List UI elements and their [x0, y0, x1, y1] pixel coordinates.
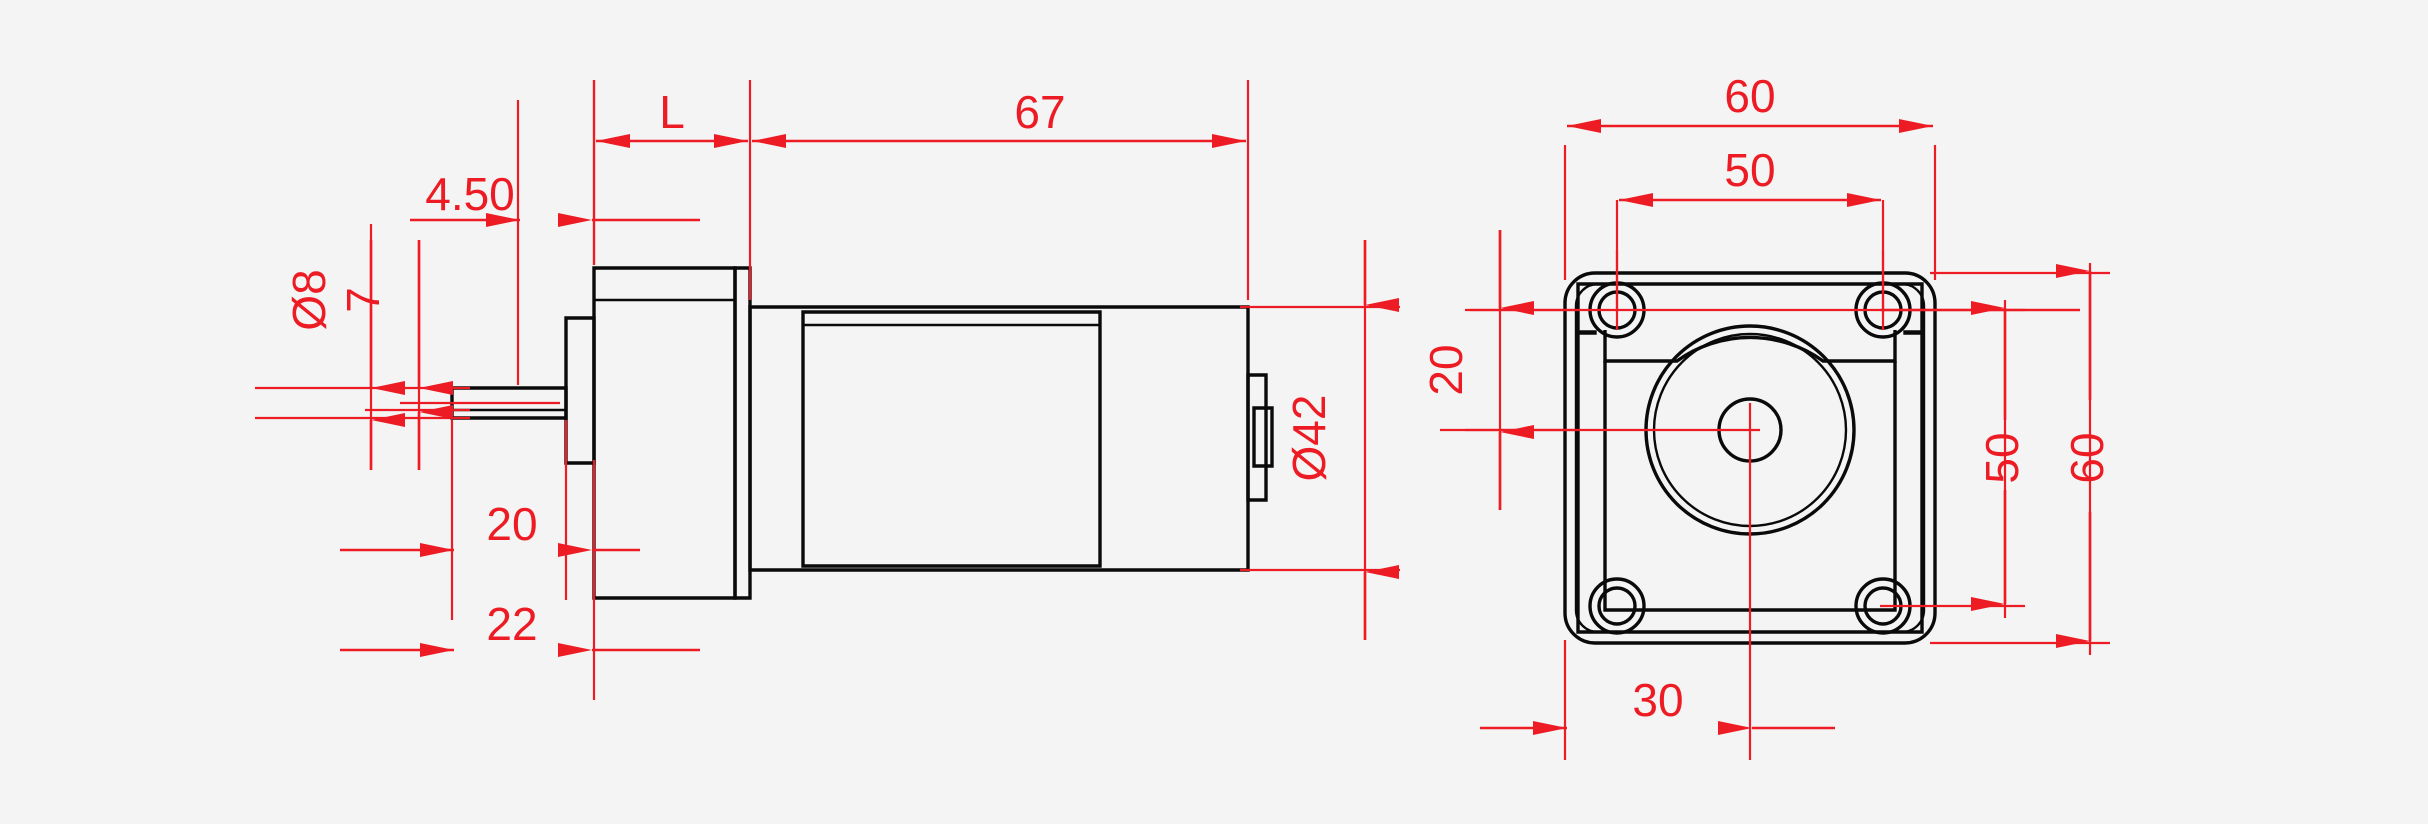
dim-label-hole-pitch-horizontal: 50: [1724, 144, 1775, 196]
mounting-hole-bottom-left-outer: [1588, 577, 1646, 635]
dim-label-hole-pitch-vertical: 50: [1976, 432, 2028, 483]
motor-terminal-pin: [1252, 406, 1274, 468]
dim-label-shaft-shoulder: 4.50: [425, 168, 515, 220]
dim-label-shaft-flat: 7: [337, 287, 389, 313]
dim-label-hole-offset-top: 20: [1420, 344, 1472, 395]
front-view-dimensions: 60 50 20 50 60: [1420, 70, 2113, 760]
dim-label-shaft-length-22: 22: [486, 598, 537, 650]
motor-body-inner: [801, 310, 1102, 568]
dim-label-gearbox-length: L: [659, 86, 685, 138]
dim-label-face-width-outer: 60: [1724, 70, 1775, 122]
center-boss-arc-profile: [1603, 330, 1897, 363]
gearbox-rear-plate: [733, 266, 752, 600]
dim-label-center-offset-bottom: 30: [1632, 674, 1683, 726]
mounting-hole-bottom-left-inner: [1597, 586, 1637, 626]
dim-label-motor-diameter: Ø42: [1283, 395, 1335, 482]
dim-label-shaft-length-20: 20: [486, 498, 537, 550]
dim-label-shaft-diameter: Ø8: [283, 269, 335, 330]
face-plate-profile: [1576, 282, 1924, 634]
motor-terminal-block: [1246, 373, 1268, 502]
dim-label-motor-length: 67: [1014, 86, 1065, 138]
dim-label-face-height-outer: 60: [2061, 432, 2113, 483]
side-view-dimensions: Ø8 7 4.50 L 67: [255, 80, 1400, 700]
